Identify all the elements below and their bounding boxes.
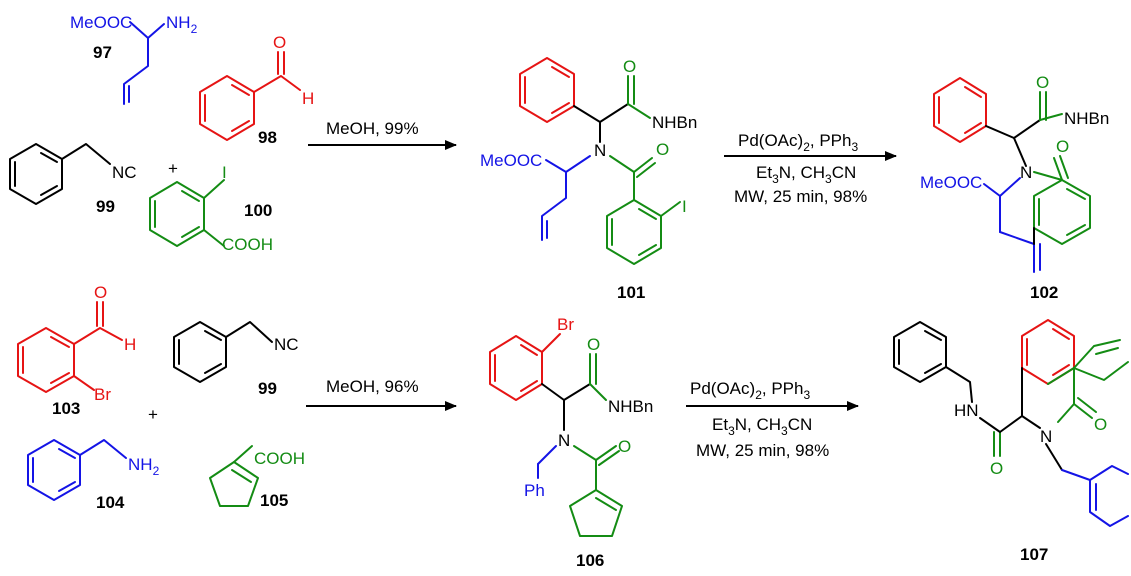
label-o-103: O <box>94 283 107 302</box>
compound-104: NH2 <box>27 439 160 501</box>
compound-98: O H <box>199 33 314 141</box>
compound-105: COOH <box>209 445 305 507</box>
compound-number-99-top: 99 <box>96 197 115 216</box>
label-nh2-97: NH2 <box>166 13 198 36</box>
conditions-reaction-3: MeOH, 96% <box>326 377 419 396</box>
conditions-reaction-2-line3: MW, 25 min, 98% <box>734 187 867 206</box>
label-n-102: N <box>1020 163 1032 182</box>
conditions-reaction-4-line3: MW, 25 min, 98% <box>696 441 829 460</box>
compound-102: O NHBn N O MeOOC <box>920 73 1109 273</box>
conditions-reaction-2-line1: Pd(OAc)2, PPh3 <box>738 131 858 154</box>
conditions-reaction-2-line2: Et3N, CH3CN <box>756 163 856 186</box>
label-o-98: O <box>273 33 286 52</box>
label-o-102-lactam: O <box>1056 137 1069 156</box>
label-o-106-amide: O <box>587 335 600 354</box>
plus-sign-bottom: + <box>148 405 158 424</box>
label-cooh-105: COOH <box>254 449 305 468</box>
label-ph-106: Ph <box>524 481 545 500</box>
compound-106: Br O NHBn N O Ph <box>489 315 653 537</box>
label-i-101: I <box>682 197 687 216</box>
label-i-100: I <box>222 163 227 182</box>
label-o-106-acyl: O <box>618 437 631 456</box>
compound-97: MeOOC NH2 <box>70 13 198 105</box>
label-meooc-97: MeOOC <box>70 13 132 32</box>
conditions-reaction-1: MeOH, 99% <box>326 119 419 138</box>
compound-101: O NHBn N MeOOC O I <box>480 57 697 265</box>
label-h-98: H <box>302 89 314 108</box>
label-n-107: N <box>1040 427 1052 446</box>
compound-number-106: 106 <box>576 551 604 570</box>
conditions-reaction-4-line2: Et3N, CH3CN <box>712 415 812 438</box>
label-hn-107: HN <box>954 401 979 420</box>
label-nhbn-102: NHBn <box>1064 109 1109 128</box>
compound-number-105: 105 <box>260 491 288 510</box>
label-n-106: N <box>558 431 570 450</box>
label-br-106: Br <box>557 315 574 334</box>
plus-sign-top: + <box>168 159 178 178</box>
label-br-103: Br <box>94 385 111 404</box>
compound-99-bottom: NC <box>173 321 299 383</box>
compound-107: HN O N O <box>893 319 1129 527</box>
compound-number-104: 104 <box>96 493 125 512</box>
label-o-107-amide: O <box>990 459 1003 478</box>
label-o-101-amide: O <box>623 57 636 76</box>
conditions-reaction-4-line1: Pd(OAc)2, PPh3 <box>690 379 810 402</box>
compound-number-98: 98 <box>258 128 277 147</box>
label-meooc-102: MeOOC <box>920 173 982 192</box>
compound-number-103: 103 <box>52 399 80 418</box>
label-o-107-lactam: O <box>1094 415 1107 434</box>
compound-99-top: NC <box>9 143 137 205</box>
label-nh2-104: NH2 <box>128 455 160 478</box>
compound-number-99-bottom: 99 <box>258 379 277 398</box>
label-o-101-aroyl: O <box>656 140 669 159</box>
compound-103: O H Br <box>17 283 136 404</box>
label-nhbn-106: NHBn <box>608 397 653 416</box>
label-nc-99-bottom: NC <box>274 335 299 354</box>
label-h-103: H <box>124 335 136 354</box>
label-nhbn-101: NHBn <box>652 113 697 132</box>
compound-number-100: 100 <box>244 201 272 220</box>
label-n-101: N <box>594 141 606 160</box>
compound-number-101: 101 <box>617 283 645 302</box>
label-meooc-101: MeOOC <box>480 151 542 170</box>
compound-number-107: 107 <box>1020 545 1048 564</box>
label-nc-99-top: NC <box>112 163 137 182</box>
compound-number-97: 97 <box>93 43 112 62</box>
label-cooh-100: COOH <box>222 235 273 254</box>
label-o-102-amide: O <box>1036 73 1049 92</box>
compound-number-102: 102 <box>1030 283 1058 302</box>
compound-100: I COOH <box>149 163 273 254</box>
